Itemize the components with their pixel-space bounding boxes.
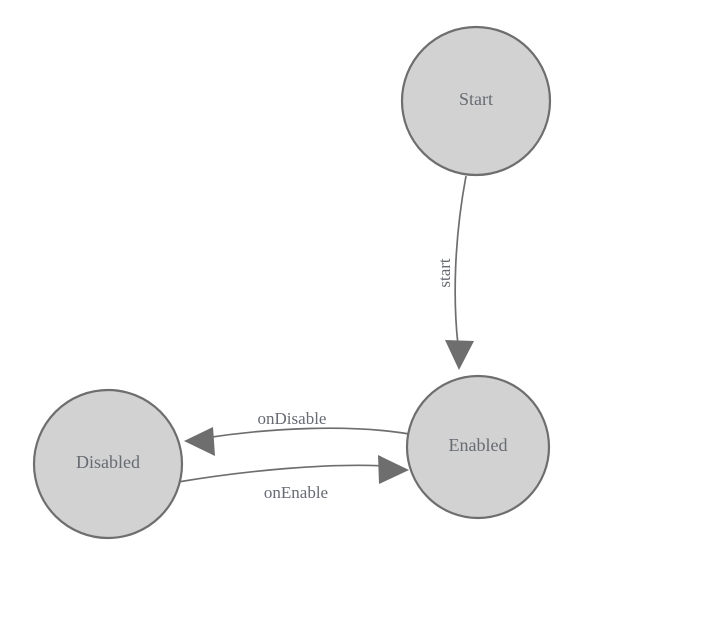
edge-label-ondisable: onDisable	[258, 409, 327, 428]
node-disabled-label: Disabled	[76, 452, 140, 472]
edge-disabled-to-enabled[interactable]: onEnable	[177, 455, 409, 502]
edge-disabled-to-enabled-path	[177, 464, 387, 483]
node-enabled-circle	[405, 374, 551, 520]
node-enabled-label: Enabled	[449, 435, 508, 455]
edge-start-to-enabled-arrowhead	[445, 340, 474, 370]
node-disabled-circle	[32, 388, 184, 540]
edge-enabled-to-disabled-path	[204, 427, 410, 439]
edge-start-to-enabled-path	[454, 175, 467, 346]
edge-start-to-enabled[interactable]: start	[435, 175, 474, 370]
edge-enabled-to-disabled[interactable]: onDisable	[184, 409, 410, 456]
edge-enabled-to-disabled-arrowhead	[184, 427, 215, 456]
node-start-label: Start	[459, 89, 493, 109]
edge-label-start: start	[435, 258, 454, 288]
edge-label-onenable: onEnable	[264, 483, 328, 502]
node-start-circle	[400, 25, 552, 177]
node-start[interactable]: Start	[400, 25, 552, 177]
edge-disabled-to-enabled-arrowhead	[378, 455, 409, 484]
node-disabled[interactable]: Disabled	[32, 388, 184, 540]
node-enabled[interactable]: Enabled	[405, 374, 551, 520]
